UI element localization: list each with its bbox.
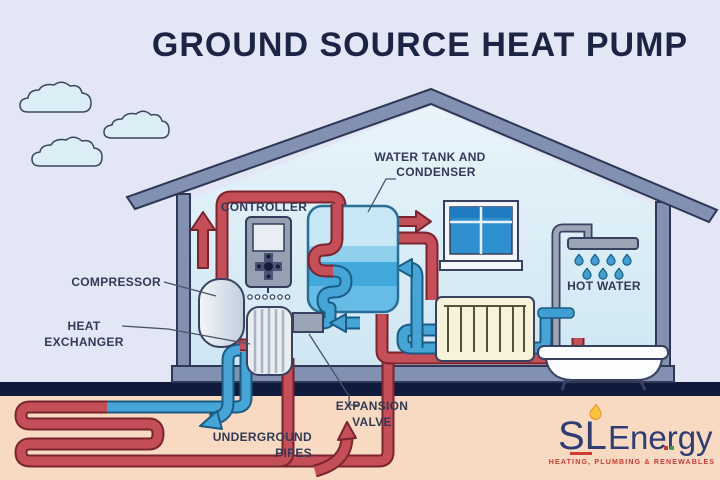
logo-tagline: HEATING, PLUMBING & RENEWABLES — [549, 459, 716, 466]
logo-word: Energy — [608, 419, 713, 456]
house-left-wall — [176, 193, 191, 373]
house-floor — [171, 365, 675, 383]
leader-lines — [121, 178, 396, 406]
controller — [245, 216, 292, 300]
flow-arrow-up-wall-icon — [190, 211, 216, 269]
house-roof — [125, 87, 719, 224]
logo: SL Energy HEATING, PLUMBING & RENEWABLES — [549, 403, 716, 466]
label-heat-exchanger-line2: EXCHANGER — [44, 335, 123, 349]
label-water-tank-line2: CONDENSER — [396, 165, 475, 179]
heat-exchanger — [246, 306, 293, 376]
leader-expansion-valve — [308, 333, 358, 406]
label-expansion-valve-line1: EXPANSION — [336, 399, 409, 413]
compressor — [198, 278, 245, 348]
controller-vent-dots — [247, 294, 291, 300]
flow-arrow-hot-out-icon — [396, 210, 432, 233]
bathtub — [537, 345, 669, 391]
label-water-tank-line1: WATER TANK AND — [374, 150, 485, 164]
cloud-icon — [31, 136, 103, 167]
logo-dot-red — [664, 446, 668, 450]
label-heat-exchanger-line1: HEAT — [68, 319, 101, 333]
shower-head-icon — [567, 237, 639, 250]
logo-dot-green — [670, 446, 674, 450]
leader-water-tank — [367, 178, 396, 213]
label-controller: CONTROLLER — [221, 200, 307, 214]
window — [439, 200, 523, 271]
controller-screen — [252, 223, 285, 252]
label-underground-pipes-line2: PIPES — [275, 446, 312, 460]
underground-pipe-loop — [14, 358, 395, 478]
page-title: GROUND SOURCE HEAT PUMP — [152, 26, 688, 64]
flow-arrow-up-icon — [337, 421, 357, 441]
logo-mark: SL — [558, 414, 607, 458]
expansion-valve — [292, 312, 324, 333]
label-expansion-valve-line2: VALVE — [352, 415, 392, 429]
leader-heat-exchanger — [121, 325, 251, 345]
hot-water-drops — [574, 253, 632, 280]
flow-arrow-down-icon — [199, 410, 223, 430]
ground-line — [0, 382, 720, 396]
label-hot-water: HOT WATER — [567, 279, 641, 293]
mixer-valve — [537, 307, 575, 319]
cloud-icon — [103, 110, 170, 139]
leader-compressor — [163, 281, 217, 297]
radiator — [435, 296, 535, 362]
flame-icon — [589, 403, 602, 420]
logo-underline — [570, 452, 592, 455]
condenser-coil — [294, 204, 353, 330]
label-underground-pipes-line1: UNDERGROUND — [213, 430, 312, 444]
house-right-wall — [655, 201, 671, 371]
flow-arrow-into-tank-cold-icon — [395, 258, 413, 278]
cloud-icon — [19, 81, 92, 113]
flow-arrow-to-valve-icon — [329, 313, 347, 333]
label-compressor: COMPRESSOR — [71, 275, 161, 289]
shower — [537, 223, 639, 348]
